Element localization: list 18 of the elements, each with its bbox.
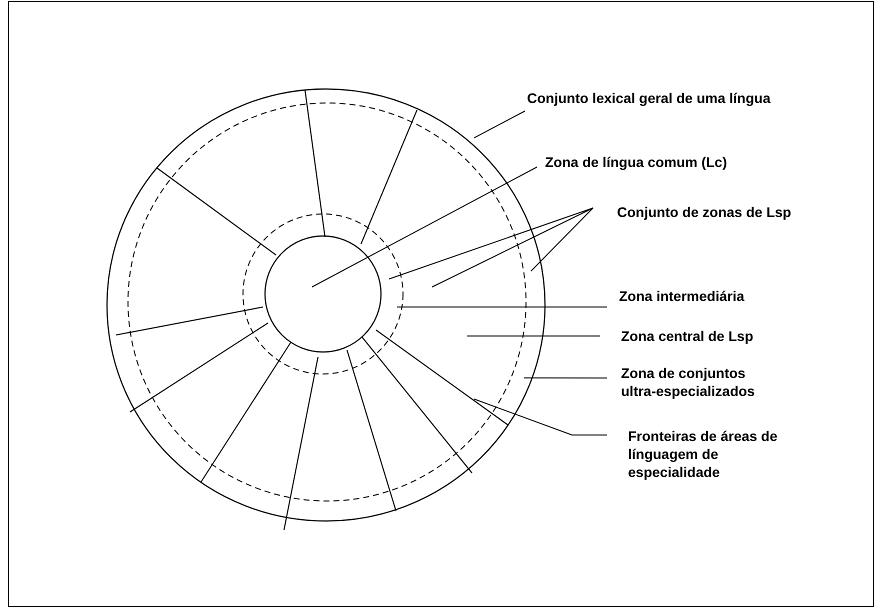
leader-line bbox=[530, 208, 594, 272]
leader-line bbox=[474, 398, 608, 436]
callout-text: Fronteiras de áreas de línguagem de especialidade bbox=[628, 427, 778, 481]
leader-line bbox=[432, 208, 594, 288]
leader-line bbox=[524, 377, 608, 378]
dashed-circle bbox=[128, 102, 526, 502]
callout-text: Conjunto lexical geral de uma língua bbox=[527, 89, 770, 107]
leader-line bbox=[474, 110, 526, 138]
inner-circle bbox=[264, 235, 382, 353]
callout-text: Zona de língua comum (Lc) bbox=[545, 153, 728, 171]
callout-text: Zona intermediária bbox=[619, 287, 744, 305]
callout-text: Zona central de Lsp bbox=[621, 327, 754, 345]
callout-text: Zona de conjuntos ultra-especializados bbox=[621, 364, 756, 400]
leader-line bbox=[396, 306, 608, 308]
leader-line bbox=[388, 208, 594, 280]
dashed-circle bbox=[242, 214, 404, 374]
callout-text: Conjunto de zonas de Lsp bbox=[617, 203, 792, 221]
leader-line bbox=[312, 166, 538, 288]
